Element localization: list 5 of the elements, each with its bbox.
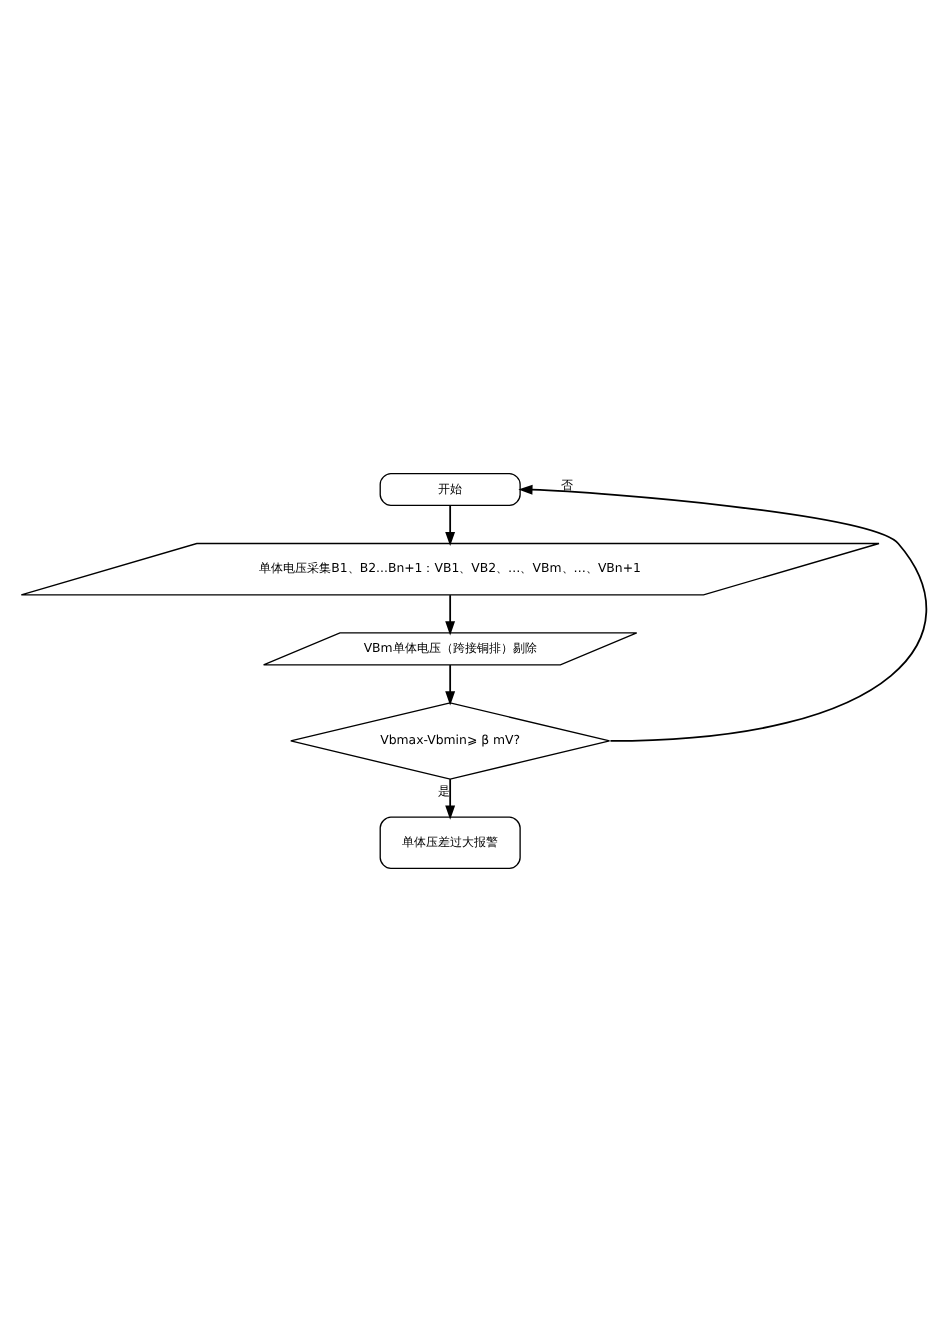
arrow: [445, 594, 456, 636]
arrow: [445, 778, 456, 820]
arrow: [518, 484, 928, 742]
arrow: [445, 664, 456, 706]
arrow: [445, 504, 456, 547]
